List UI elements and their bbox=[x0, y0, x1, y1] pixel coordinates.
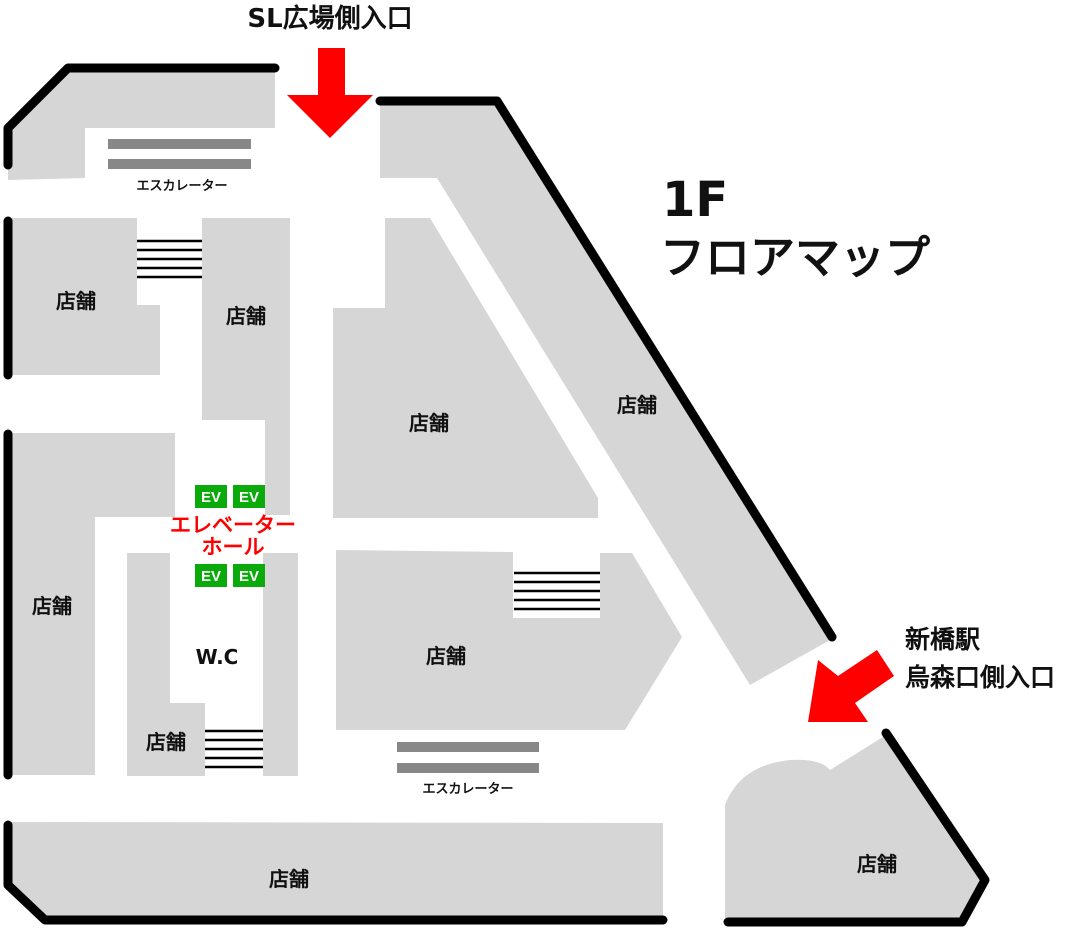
store-left-upper[interactable] bbox=[8, 218, 160, 375]
svg-text:店舗: 店舗 bbox=[269, 867, 309, 891]
svg-text:EV: EV bbox=[201, 568, 221, 585]
stairs-upper bbox=[137, 239, 202, 279]
store-middle-right[interactable] bbox=[336, 550, 682, 730]
entrance-right-label-1: 新橋駅 bbox=[905, 625, 980, 654]
entrance-arrow-top-icon bbox=[287, 48, 373, 138]
elevator-icon bbox=[195, 485, 227, 508]
store-bottom-right[interactable] bbox=[725, 735, 985, 920]
escalator-label: エスカレーター bbox=[136, 179, 227, 194]
svg-text:店舗: 店舗 bbox=[56, 289, 96, 313]
store-areas bbox=[8, 68, 985, 920]
svg-text:EV: EV bbox=[239, 489, 259, 506]
store-wc-block[interactable] bbox=[127, 553, 205, 776]
elevator-icon bbox=[233, 564, 265, 587]
entrance-top-label: SL広場側入口 bbox=[247, 3, 412, 34]
elevator-icon bbox=[195, 564, 227, 587]
store-top-left[interactable] bbox=[8, 68, 275, 180]
store-center-column[interactable] bbox=[202, 218, 290, 515]
elevator-hall-label: ホール bbox=[202, 535, 265, 559]
floor-number: 1F bbox=[662, 172, 728, 228]
svg-text:EV: EV bbox=[201, 489, 221, 506]
stairs-middle-right bbox=[514, 562, 600, 618]
svg-text:店舗: 店舗 bbox=[226, 304, 266, 328]
svg-text:店舗: 店舗 bbox=[146, 730, 186, 754]
store-bottom[interactable] bbox=[8, 822, 663, 918]
svg-text:店舗: 店舗 bbox=[617, 393, 657, 417]
escalator-bottom: エスカレーター bbox=[397, 742, 539, 797]
elevator-icon bbox=[233, 485, 265, 508]
svg-text:EV: EV bbox=[239, 568, 259, 585]
page-title: フロアマップ bbox=[660, 231, 930, 284]
elevator-hall-label: エレベーター bbox=[170, 513, 296, 537]
escalator-label: エスカレーター bbox=[422, 782, 513, 797]
svg-text:店舗: 店舗 bbox=[426, 644, 466, 668]
stairs-lower-left bbox=[205, 729, 263, 769]
escalator-top: エスカレーター bbox=[108, 139, 251, 194]
svg-text:店舗: 店舗 bbox=[409, 411, 449, 435]
store-labels: 店舗 店舗 店舗 店舗 店舗 店舗 店舗 店舗 店舗 bbox=[32, 289, 897, 891]
svg-text:店舗: 店舗 bbox=[857, 852, 897, 876]
entrance-right-label-2: 烏森口側入口 bbox=[905, 663, 1055, 692]
store-right-long[interactable] bbox=[380, 100, 830, 685]
store-ev-column[interactable] bbox=[263, 553, 298, 776]
wc-label: W.C bbox=[196, 645, 239, 669]
store-triangle[interactable] bbox=[333, 218, 598, 518]
svg-text:店舗: 店舗 bbox=[32, 594, 72, 618]
walls bbox=[3, 63, 990, 927]
store-left-lower[interactable] bbox=[8, 433, 175, 775]
entrance-arrow-right-icon bbox=[808, 650, 894, 722]
elevators: EV EV EV EV bbox=[195, 485, 265, 587]
